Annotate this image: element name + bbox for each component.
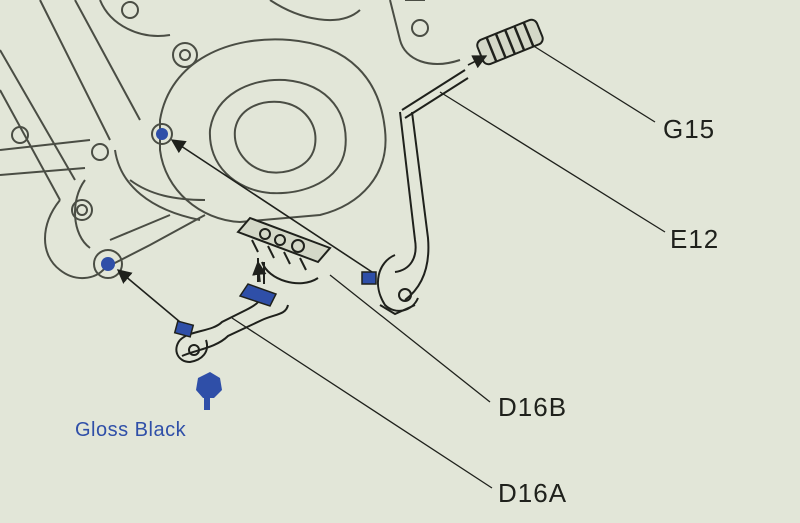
brake-pedal-bolt bbox=[173, 320, 195, 338]
part-label-g15: G15 bbox=[663, 114, 716, 144]
part-label-d16a: D16A bbox=[498, 478, 568, 508]
engine-casing bbox=[99, 0, 461, 224]
brake-pedal-pad bbox=[238, 283, 278, 307]
shift-lever-bolt bbox=[361, 271, 377, 285]
paint-color-label: Gloss Black bbox=[75, 419, 187, 441]
lower-mount-hole bbox=[101, 257, 115, 271]
part-label-e12: E12 bbox=[670, 224, 720, 254]
shift-rubber bbox=[476, 18, 544, 66]
footpeg bbox=[236, 216, 332, 285]
part-label-d16b: D16B bbox=[498, 392, 568, 422]
upper-mount-hole bbox=[156, 128, 168, 140]
paint-color-icon bbox=[196, 372, 222, 410]
upper-mount-ring bbox=[151, 123, 173, 145]
shift-lever bbox=[377, 69, 469, 316]
leader-lines bbox=[231, 44, 666, 489]
assembly-arrows bbox=[116, 55, 488, 323]
frame-tubes bbox=[0, 0, 206, 279]
